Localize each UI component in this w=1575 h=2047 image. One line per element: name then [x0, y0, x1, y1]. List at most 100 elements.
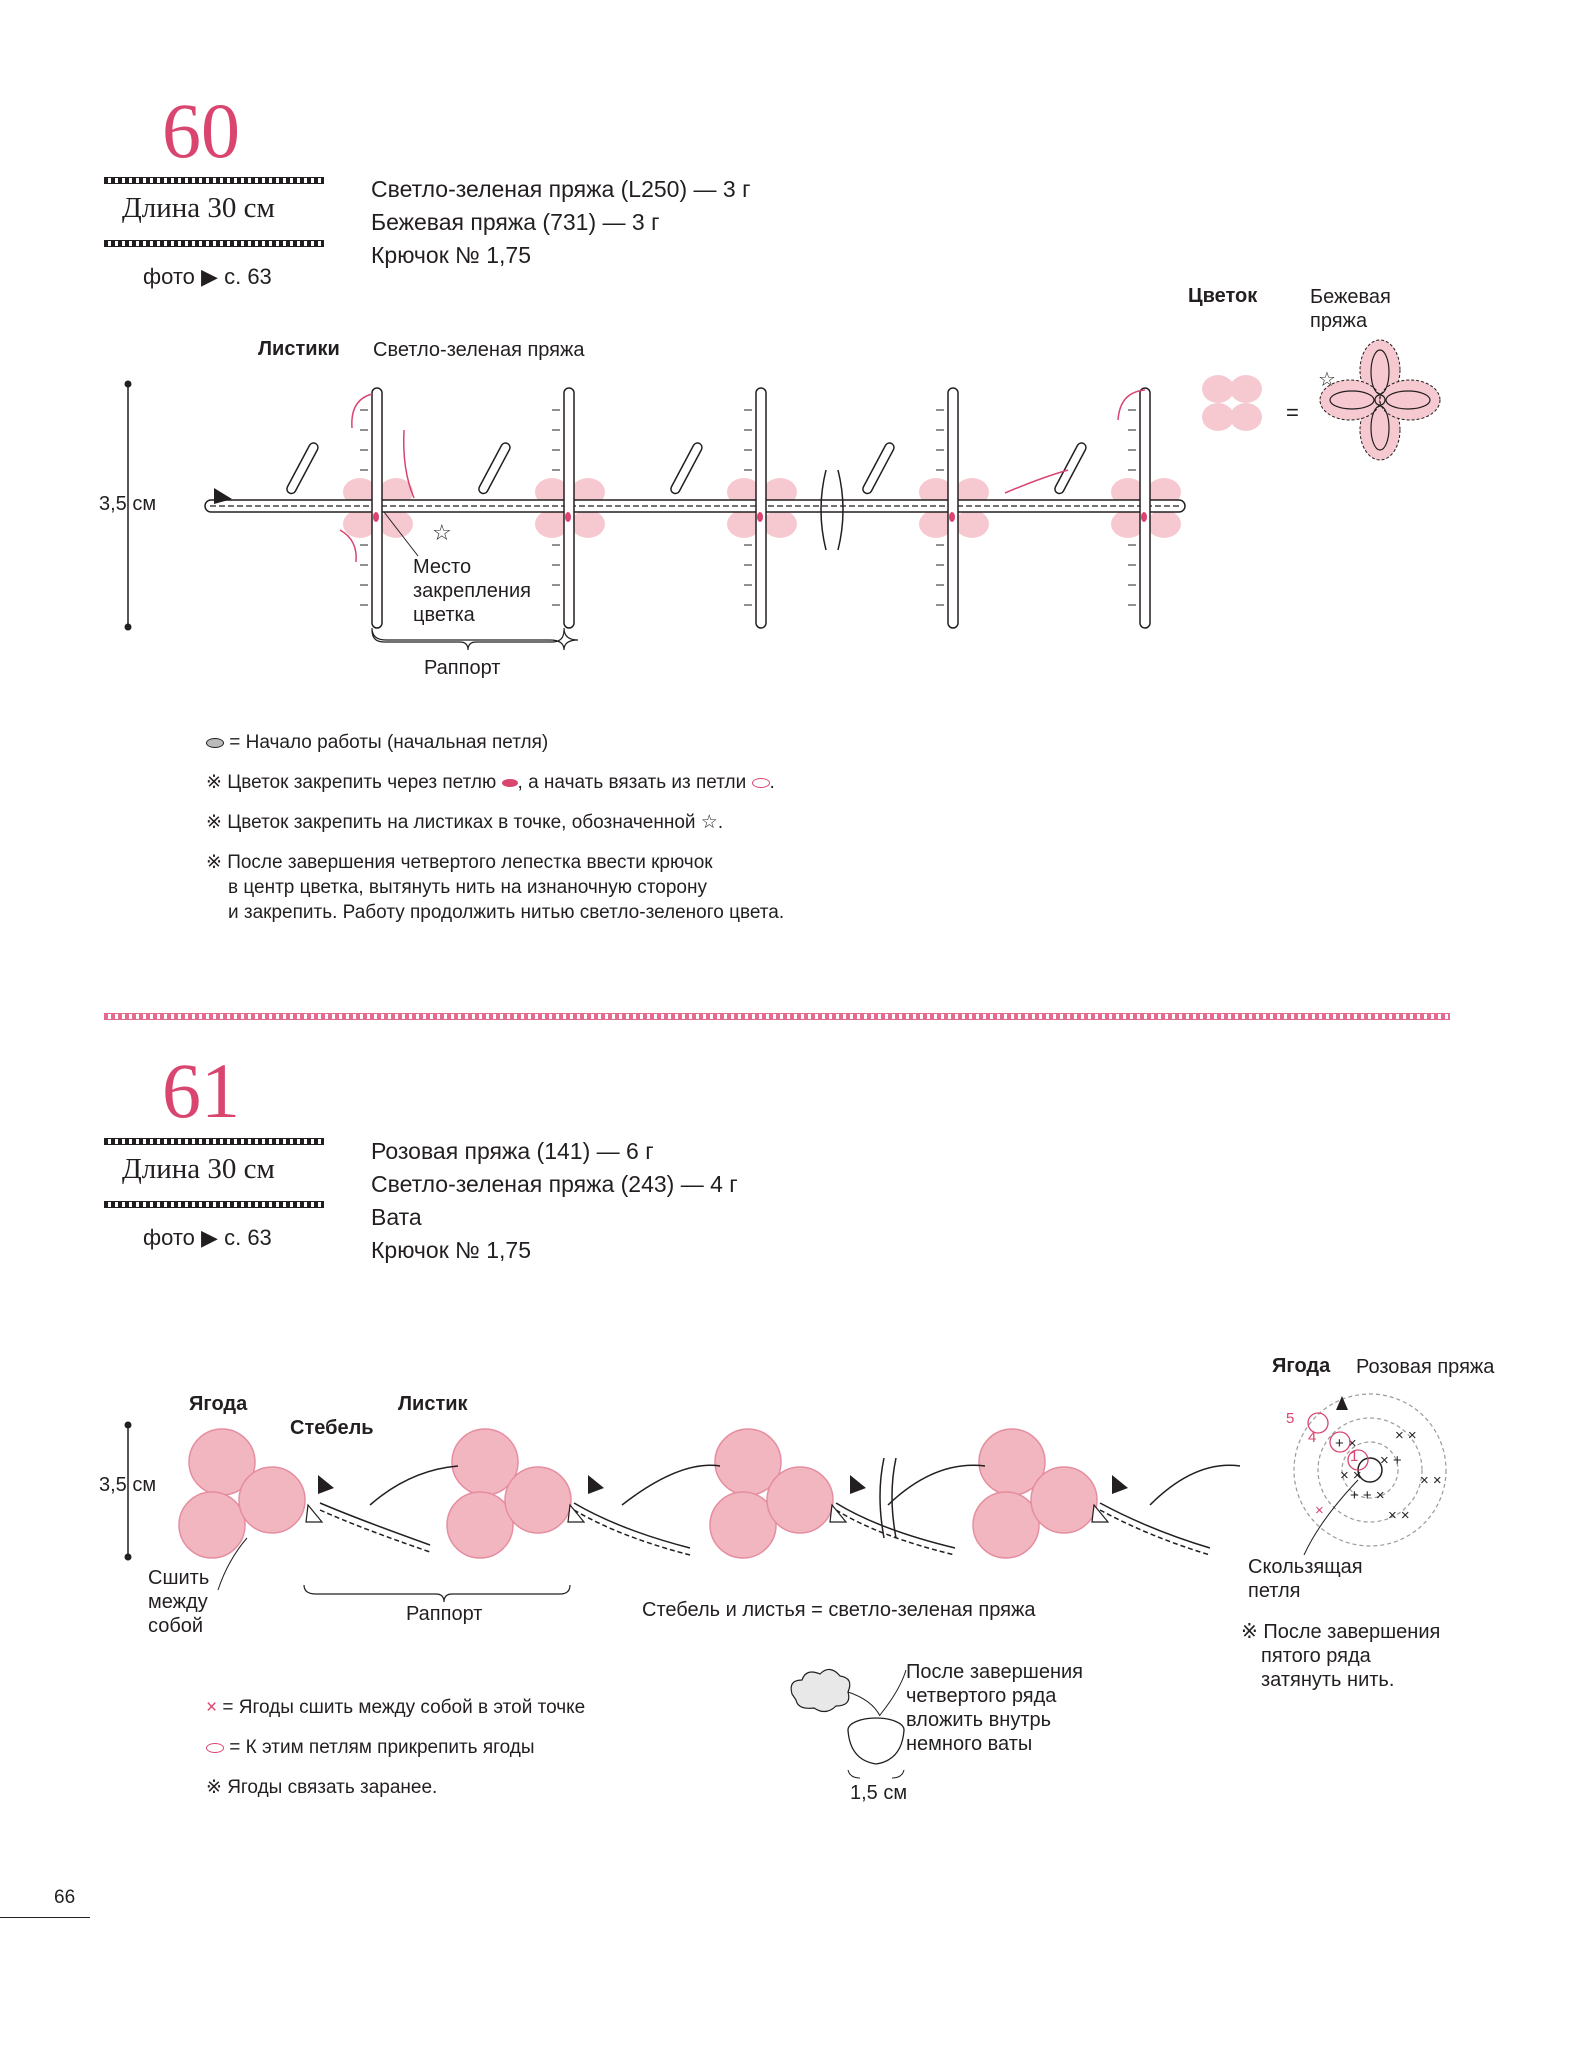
- svg-text:☆: ☆: [1318, 367, 1336, 391]
- flower-symbol: = ☆: [1202, 339, 1441, 461]
- note-line: ※ После завершения четвертого лепестка в…: [206, 852, 713, 873]
- note-flower-attach: ※ Цветок закрепить через петлю , а начат…: [206, 772, 775, 793]
- photo-label: фото: [143, 1225, 195, 1250]
- photo-label: фото: [143, 264, 195, 289]
- note-line: затянуть нить.: [1261, 1669, 1395, 1691]
- row-4-marker: 4: [1308, 1429, 1317, 1446]
- title-rule-top: [104, 177, 324, 184]
- svg-text:×: ×: [1315, 1502, 1324, 1519]
- leaves-label: Листики: [258, 338, 340, 360]
- note-line: четвертого ряда: [906, 1685, 1057, 1707]
- play-triangle-icon: ▶: [201, 1225, 218, 1250]
- material-item: Светло-зеленая пряжа (L250) — 3 г: [371, 176, 751, 202]
- note-text: = К этим петлям прикрепить ягоды: [229, 1737, 535, 1758]
- pattern-number: 60: [162, 87, 240, 174]
- stem-stitches: [319, 1509, 1211, 1556]
- berry-detail-label: Ягода: [1272, 1355, 1331, 1377]
- leaf-chains: [369, 1464, 1241, 1506]
- filled-loop-icon: [501, 778, 518, 787]
- title-rule-bottom: [104, 1201, 324, 1208]
- note-berries-first: ※ Ягоды связать заранее.: [206, 1777, 438, 1798]
- attach-marks: [373, 512, 1147, 522]
- svg-text:+ + ×: + + ×: [1350, 1487, 1385, 1504]
- note-finish: ※ После завершения четвертого лепестка в…: [206, 850, 784, 925]
- note-line: ※ После завершения: [1241, 1621, 1441, 1643]
- berry-round-chart: × × × + + + × × × × × + × × × ×: [1293, 1393, 1447, 1556]
- legend-start-loop: = Начало работы (начальная петля): [206, 730, 548, 755]
- leaf-chain-diagram: ☆ = ☆: [124, 339, 1441, 651]
- stems: [319, 1502, 1211, 1549]
- open-loop-icon: [206, 1742, 224, 1753]
- sew-line: собой: [148, 1615, 204, 1637]
- note-line: пятого ряда: [1261, 1645, 1371, 1667]
- chain-spurs: [286, 442, 1087, 495]
- attach-line: цветка: [413, 604, 475, 626]
- stem-label: Стебель: [290, 1417, 374, 1439]
- material-item: Крючок № 1,75: [371, 1237, 531, 1263]
- repeat-label: Раппорт: [406, 1603, 483, 1625]
- svg-text:☆: ☆: [432, 521, 452, 546]
- note-line: и закрепить. Работу продолжить нитью све…: [228, 902, 785, 923]
- svg-text:=: =: [1286, 400, 1299, 425]
- svg-text:× ×: × ×: [1388, 1507, 1410, 1524]
- material-item: Бежевая пряжа (731) — 3 г: [371, 209, 660, 235]
- legend-attach-loops: = К этим петлям прикрепить ягоды: [206, 1735, 535, 1760]
- leaf-stitches: [360, 409, 1136, 606]
- play-triangle-icon: ▶: [201, 264, 218, 289]
- sew-pointer: [217, 1537, 248, 1591]
- height-dimension: [124, 380, 132, 631]
- berry-clusters: [178, 1428, 1098, 1559]
- page-number: 66: [54, 1887, 76, 1908]
- row-5-marker: 5: [1286, 1410, 1295, 1427]
- repeat-bracket: [303, 1584, 571, 1603]
- repeat-bracket: [371, 627, 579, 651]
- slip-loop-label: Скользящая петля: [1248, 1555, 1363, 1603]
- sew-label: Сшить между собой: [148, 1566, 209, 1638]
- svg-text:× ×: × ×: [1420, 1472, 1442, 1489]
- page-number-rule: [0, 1917, 90, 1918]
- material-item: Светло-зеленая пряжа (243) — 4 г: [371, 1171, 738, 1197]
- flower-yarn-line: пряжа: [1310, 310, 1368, 332]
- attach-line: Место: [413, 556, 472, 578]
- flower-yarn-label: Бежевая пряжа: [1310, 285, 1391, 333]
- direction-arrows: [339, 389, 1146, 563]
- break-mark: [820, 469, 844, 551]
- leaf-label: Листик: [398, 1393, 468, 1415]
- berry-size-label: 1,5 см: [850, 1782, 908, 1804]
- berry-yarn-label: Розовая пряжа: [1356, 1356, 1495, 1378]
- base-chain: [204, 488, 1186, 513]
- flower-yarn-line: Бежевая: [1310, 286, 1391, 308]
- title-rule-bottom: [104, 240, 324, 247]
- stuffing-detail: [790, 1668, 907, 1779]
- row-1-marker: 1: [1350, 1448, 1359, 1465]
- svg-text:× ×: × ×: [1395, 1427, 1417, 1444]
- svg-text:+ ×: + ×: [1335, 1435, 1357, 1452]
- svg-text:× +: × +: [1380, 1452, 1402, 1469]
- attached-flowers: [343, 478, 1181, 538]
- photo-reference: фото ▶ с. 63: [143, 1225, 272, 1251]
- open-loop-icon: [751, 777, 770, 788]
- note-text: ※ Цветок закрепить через петлю: [206, 772, 497, 793]
- start-triangles: [318, 1475, 1128, 1494]
- pattern-title: Длина 30 см: [122, 1153, 275, 1185]
- slip-line: петля: [1248, 1580, 1301, 1602]
- svg-text:× ×: × ×: [1340, 1467, 1362, 1484]
- note-text: , а начать вязать из петли: [517, 772, 747, 793]
- section-divider: [104, 1013, 1450, 1020]
- photo-page: с. 63: [224, 264, 272, 289]
- note-text: = Ягоды сшить между собой в этой точке: [222, 1697, 586, 1718]
- material-item: Розовая пряжа (141) — 6 г: [371, 1138, 654, 1164]
- oval-icon: [206, 737, 224, 748]
- stem-leaf-yarn-note: Стебель и листья = светло-зеленая пряжа: [642, 1599, 1036, 1621]
- leaf-stems: [371, 387, 1151, 629]
- note-text: = Начало работы (начальная петля): [229, 732, 549, 753]
- pattern-number: 61: [162, 1047, 240, 1134]
- sew-line: между: [148, 1591, 208, 1613]
- after-row5-note: ※ После завершения пятого ряда затянуть …: [1241, 1620, 1440, 1692]
- cross-icon: ×: [206, 1697, 218, 1718]
- end-triangles: [305, 1503, 1110, 1523]
- photo-reference: фото ▶ с. 63: [143, 264, 272, 290]
- note-line: немного ваты: [906, 1733, 1033, 1755]
- repeat-label: Раппорт: [424, 657, 501, 679]
